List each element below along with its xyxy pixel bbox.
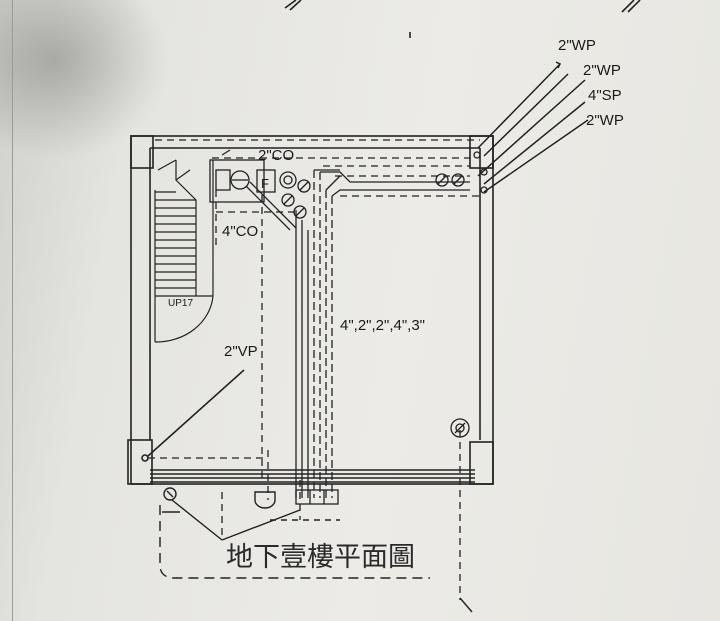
label-2wp-second: 2"WP — [583, 62, 621, 79]
exterior-pipes — [477, 61, 589, 193]
stair-label: UP17 — [168, 298, 193, 309]
vent-pipe-line — [147, 369, 245, 457]
label-4co: 4"CO — [222, 223, 258, 240]
label-2wp-third: 2"WP — [586, 112, 624, 129]
label-2vp: 2"VP — [224, 343, 258, 360]
top-diagonal-lines — [284, 0, 641, 38]
label-4sp: 4"SP — [588, 87, 622, 104]
fixture-f-label: F — [261, 176, 269, 191]
label-2co: 2"CO — [258, 147, 294, 164]
vent-pipe-node — [141, 454, 149, 462]
label-2wp-top: 2"WP — [558, 37, 596, 54]
right-fittings — [435, 151, 488, 438]
dashed-pipes — [148, 139, 484, 600]
riser-bundle — [295, 169, 470, 505]
bottom-area — [159, 487, 473, 613]
outer-walls — [127, 135, 494, 485]
photo-shadow — [0, 0, 170, 160]
paper-edge — [12, 0, 13, 621]
top-fixtures — [209, 149, 311, 231]
staircase — [154, 159, 214, 343]
label-riser-bundle: 4",2",2",4",3" — [340, 317, 425, 334]
labels: 2"WP 2"WP 4"SP 2"WP 2"CO 4"CO 2"VP 4",2"… — [168, 37, 624, 573]
plan-title: 地下壹樓平面圖 — [226, 542, 415, 573]
